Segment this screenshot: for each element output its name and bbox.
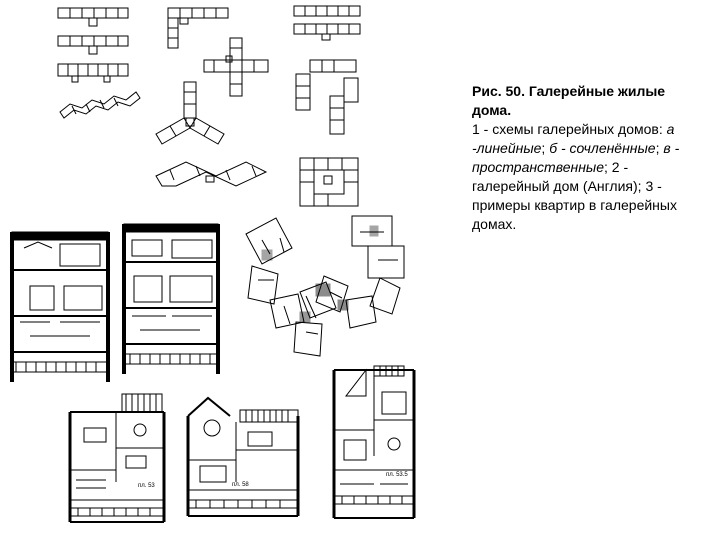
linear-block-stepped (59, 91, 141, 119)
caption-line1-prefix: 1 - схемы галерейных домов: (472, 121, 667, 137)
caption-type-a: а -линейные (472, 121, 675, 156)
spatial-stepped (295, 59, 359, 135)
caption-type-b: б - сочленённые (549, 140, 656, 156)
caption-sep-ab: ; (541, 140, 550, 156)
architectural-drawings: пл. 53 пл. 58 пл. 53.5 (10, 5, 416, 523)
apartment-plan-1 (68, 393, 166, 523)
linear-block-2 (57, 35, 129, 55)
gallery-house-plan (245, 215, 405, 357)
spatial-linear-1 (293, 5, 361, 17)
apartment-plan-3 (332, 365, 416, 519)
caption-title: Рис. 50. Галерейные жилые дома. (472, 83, 666, 118)
spatial-linear-2 (293, 23, 361, 41)
area-label-2: пл. 58 (232, 482, 249, 488)
linear-block-1 (57, 7, 129, 27)
gallery-section-left (10, 231, 110, 382)
scheme-spatial (293, 5, 361, 207)
gallery-section-right (122, 223, 220, 374)
area-label-1: пл. 53 (138, 483, 155, 489)
caption-line2: ; 2 - галерейный дом (Англия); 3 - приме… (472, 159, 677, 232)
cross-block (203, 37, 269, 97)
spatial-courtyard (299, 157, 359, 207)
linear-block-3 (57, 63, 129, 83)
figure-caption: Рис. 50. Галерейные жилые дома. 1 - схем… (472, 82, 704, 234)
scheme-articulated (155, 7, 269, 187)
scheme-linear (57, 7, 141, 119)
caption-type-c: в - пространственные (472, 140, 680, 175)
caption-sep-bc: ; (655, 140, 664, 156)
apartment-plan-2 (186, 396, 300, 517)
y-shaped-block (155, 81, 225, 145)
area-label-3: пл. 53.5 (386, 472, 408, 478)
l-shaped-block (167, 7, 229, 49)
zigzag-block (155, 161, 268, 187)
